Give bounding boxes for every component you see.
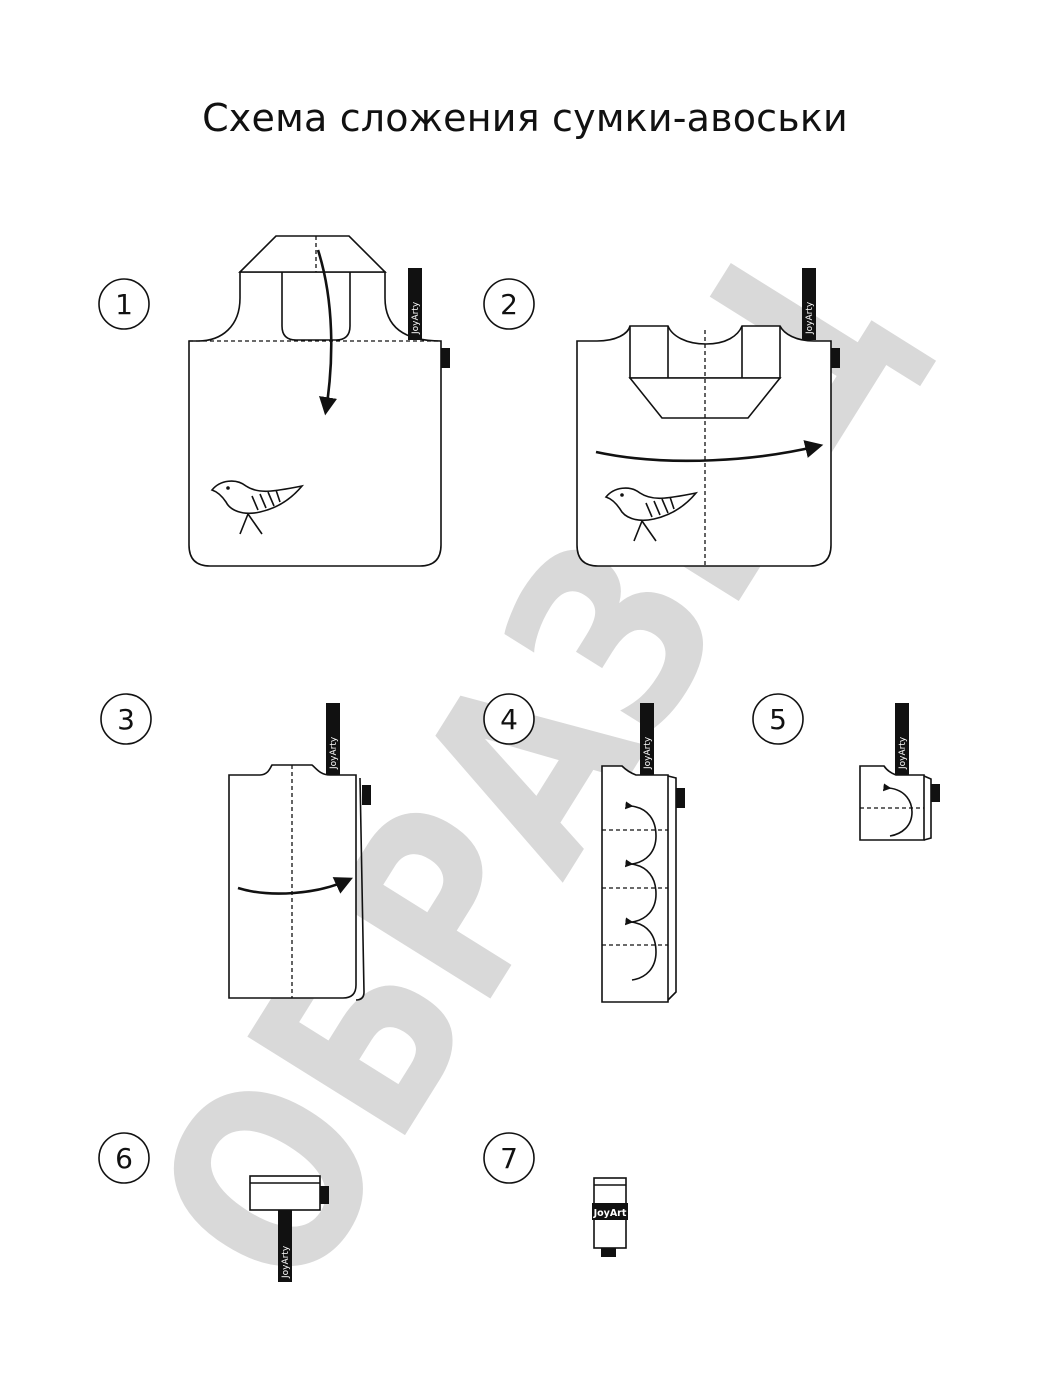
- brand-tag-label: JoyArty: [281, 1245, 291, 1279]
- brand-tag: JoyArty: [326, 703, 340, 775]
- step-5-number: 5: [769, 703, 787, 736]
- step-6-badge: 6: [98, 1132, 150, 1184]
- step-3-badge: 3: [100, 693, 152, 745]
- step-4-number: 4: [500, 703, 518, 736]
- step-7-badge: 7: [483, 1132, 535, 1184]
- step-6-number: 6: [115, 1142, 133, 1175]
- brand-tag-label: JoyArty: [898, 736, 908, 770]
- brand-band-label: JoyArt: [593, 1208, 627, 1219]
- step-7-illustration: JoyArt: [592, 1177, 628, 1257]
- page-title: Схема сложения сумки-авоськи: [202, 96, 848, 140]
- step-2-illustration: JoyArty: [576, 268, 840, 567]
- step-5-badge: 5: [752, 693, 804, 745]
- step-3-number: 3: [117, 703, 135, 736]
- step-1-badge: 1: [98, 278, 150, 330]
- bird-icon: [210, 480, 305, 535]
- step-5-illustration: JoyArty: [859, 703, 940, 841]
- brand-tag-label: JoyArty: [329, 736, 339, 770]
- brand-tag-label: JoyArty: [643, 736, 653, 770]
- step-7-number: 7: [500, 1142, 518, 1175]
- step-4-badge: 4: [483, 693, 535, 745]
- step-1-number: 1: [115, 288, 133, 321]
- step-3-illustration: JoyArty: [228, 703, 371, 1001]
- brand-tag-label: JoyArty: [411, 301, 421, 335]
- step-1-illustration: JoyArty: [188, 235, 450, 567]
- step-2-number: 2: [500, 288, 518, 321]
- brand-band: JoyArt: [592, 1203, 628, 1220]
- step-4-illustration: JoyArty: [601, 703, 685, 1003]
- brand-tag-label: JoyArty: [805, 301, 815, 335]
- bird-icon: [604, 487, 699, 542]
- step-6-illustration: JoyArty: [249, 1175, 329, 1282]
- brand-tag: JoyArty: [278, 1210, 292, 1282]
- brand-tag: JoyArty: [895, 703, 909, 775]
- brand-tag: JoyArty: [408, 268, 422, 340]
- step-2-badge: 2: [483, 278, 535, 330]
- brand-tag: JoyArty: [802, 268, 816, 340]
- brand-tag: JoyArty: [640, 703, 654, 775]
